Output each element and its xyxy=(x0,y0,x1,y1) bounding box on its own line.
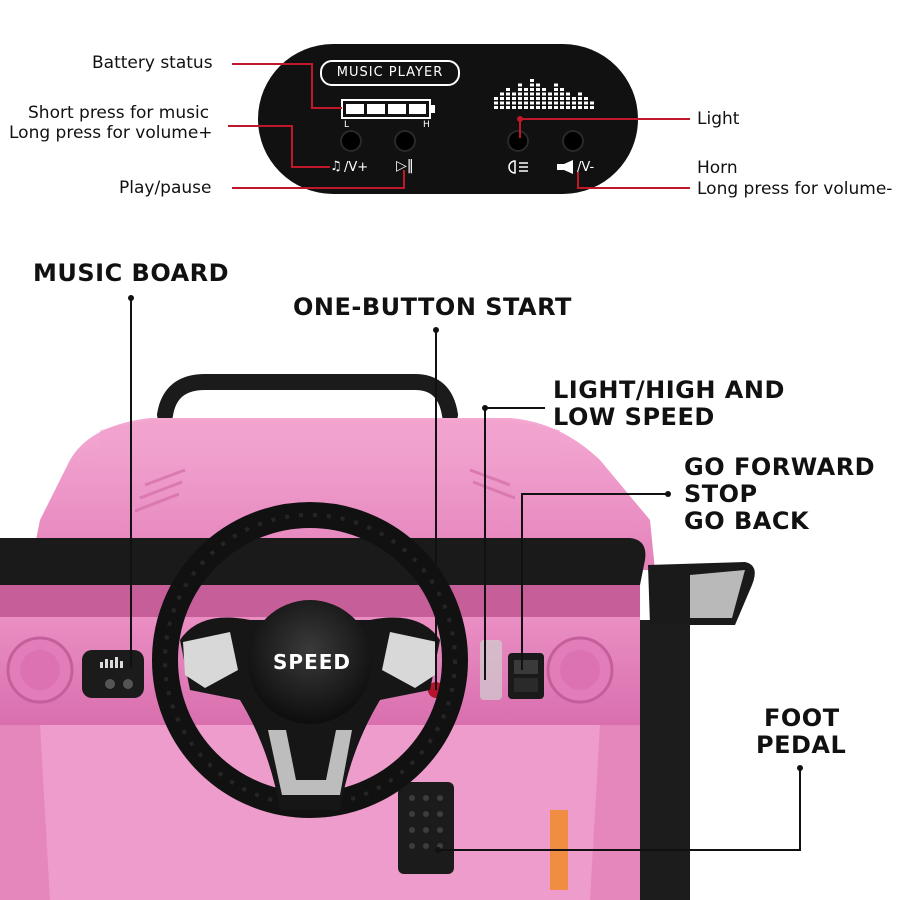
music-button[interactable] xyxy=(340,130,362,152)
light-callout: Light xyxy=(697,109,740,129)
play-pause-callout: Play/pause xyxy=(119,178,212,198)
play-pause-icon: ▷‖ xyxy=(396,158,414,174)
top-leader-lines xyxy=(228,63,690,189)
foot-pedal-callout-line2: PEDAL xyxy=(756,731,847,759)
battery-low-label: L xyxy=(344,120,350,130)
wheel-hub-speed-text: SPEED xyxy=(273,650,351,674)
light-button[interactable] xyxy=(507,130,529,152)
light-speed-callout-line1: LIGHT/HIGH AND xyxy=(553,376,785,404)
music-board-callout: MUSIC BOARD xyxy=(33,259,230,287)
music-callout-line1: Short press for music xyxy=(28,103,210,123)
horn-icon xyxy=(557,160,573,174)
battery-status-callout: Battery status xyxy=(92,53,213,73)
play-pause-button[interactable] xyxy=(394,130,416,152)
horn-button-label: /V- xyxy=(577,160,595,175)
battery-high-label: H xyxy=(423,120,430,130)
foot-pedal-callout-line1: FOOT xyxy=(764,704,840,732)
stop-callout: STOP xyxy=(684,480,758,508)
horn-callout-line1: Horn xyxy=(697,158,738,178)
headlight-icon xyxy=(508,160,528,174)
one-button-start-callout: ONE-BUTTON START xyxy=(293,293,572,321)
music-note-icon: ♫ xyxy=(330,159,342,174)
music-button-label: /V+ xyxy=(344,160,369,175)
music-player-title: MUSIC PLAYER xyxy=(320,60,460,86)
music-callout-line2: Long press for volume+ xyxy=(9,123,213,143)
go-forward-callout: GO FORWARD xyxy=(684,453,876,481)
horn-callout-line2: Long press for volume- xyxy=(697,179,893,199)
go-back-callout: GO BACK xyxy=(684,507,810,535)
light-speed-callout-line2: LOW SPEED xyxy=(553,403,715,431)
horn-button[interactable] xyxy=(562,130,584,152)
ride-on-car-illustration xyxy=(0,374,755,900)
equalizer-icon xyxy=(494,79,594,109)
